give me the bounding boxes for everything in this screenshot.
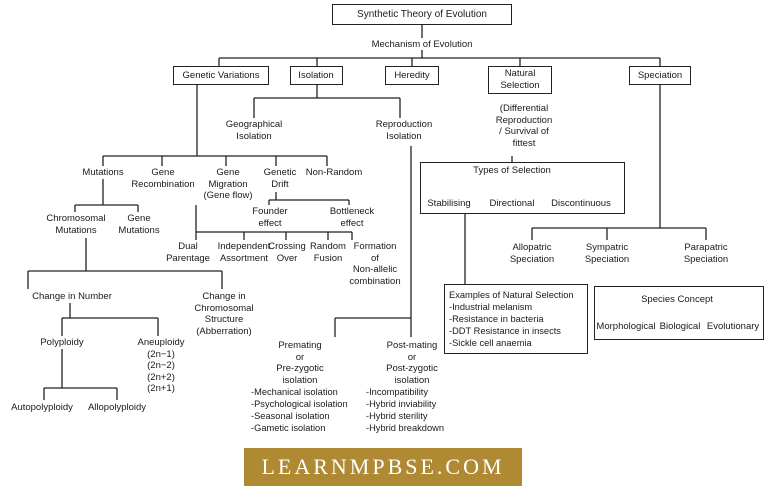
- page-title: Synthetic Theory of Evolution: [357, 9, 487, 20]
- allopolyploidy-label: Allopolyploidy: [87, 402, 147, 413]
- autopolyploidy-label: Autopolyploidy: [11, 402, 73, 413]
- species-concept-box: [594, 286, 764, 340]
- random-fusion-label: Random Fusion: [310, 241, 346, 264]
- gene-recombination-label: Gene Recombination: [131, 167, 195, 190]
- postmating-header: Post-mating or Post-zygotic isolation: [386, 340, 438, 386]
- heredity-label: Heredity: [394, 70, 430, 81]
- dual-parentage-label: Dual Parentage: [166, 241, 210, 264]
- genetic-variations-box: [173, 66, 269, 85]
- crossing-over-label: Crossing Over: [268, 241, 306, 264]
- site-watermark: LEARNMPBSE.COM: [244, 448, 522, 486]
- polyploidy-label: Polyploidy: [40, 337, 84, 348]
- stabilising-label: Stabilising: [427, 198, 471, 209]
- examples-box: [444, 284, 588, 354]
- allopatric-label: Allopatric Speciation: [509, 242, 555, 265]
- genetic-drift-label: Genetic Drift: [263, 167, 297, 190]
- examples-item-1: -Industrial melanism: [449, 302, 533, 312]
- isolation-label: Isolation: [298, 70, 334, 81]
- aneuploidy-label: Aneuploidy (2n−1) (2n−2) (2n+2) (2n+1): [137, 337, 185, 394]
- postmating-item-1: -Incompatibility: [366, 387, 429, 397]
- bottleneck-effect-label: Bottleneck effect: [329, 206, 375, 229]
- premating-header: Premating or Pre-zygotic isolation: [276, 340, 324, 386]
- speciation-label: Speciation: [637, 70, 683, 81]
- geographical-isolation: Geographical Isolation: [225, 119, 283, 142]
- examples-header: Examples of Natural Selection: [449, 290, 574, 300]
- change-in-number-label: Change in Number: [32, 291, 112, 302]
- non-allelic-label: Formation of Non-allelic combination: [349, 241, 401, 287]
- natural-selection-note: (Differential Reproduction / Survival of…: [495, 103, 553, 149]
- gene-migration-label: Gene Migration (Gene flow): [203, 167, 253, 201]
- heredity-box: [385, 66, 439, 85]
- independent-assortment-label: Independent Assortment: [217, 241, 271, 264]
- morphological-label: Morphological: [596, 321, 656, 332]
- premating-item-2: -Psychological isolation: [251, 399, 348, 409]
- change-in-structure-label: Change in Chromosomal Structure (Abberra…: [194, 291, 254, 337]
- genetic-variations-label: Genetic Variations: [182, 70, 260, 81]
- postmating-item-2: -Hybrid inviability: [366, 399, 437, 409]
- non-random-label: Non-Random: [305, 167, 363, 178]
- examples-item-4: -Sickle cell anaemia: [449, 338, 532, 348]
- directional-label: Directional: [489, 198, 535, 209]
- premating-item-3: -Seasonal isolation: [251, 411, 330, 421]
- chromosomal-mutations-label: Chromosomal Mutations: [46, 213, 106, 236]
- postmating-item-4: -Hybrid breakdown: [366, 423, 445, 433]
- reproduction-isolation: Reproduction Isolation: [375, 119, 433, 142]
- gene-mutations-label: Gene Mutations: [118, 213, 160, 236]
- mutations-label: Mutations: [82, 167, 124, 178]
- speciation-box: [629, 66, 691, 85]
- isolation-box: [290, 66, 343, 85]
- natural-selection-label: Natural Selection: [500, 68, 540, 91]
- biological-label: Biological: [659, 321, 701, 332]
- types-of-selection-box: [420, 162, 625, 214]
- parapatric-label: Parapatric Speciation: [683, 242, 729, 265]
- premating-item-4: -Gametic isolation: [251, 423, 326, 433]
- sympatric-label: Sympatric Speciation: [584, 242, 630, 265]
- examples-item-2: -Resistance in bacteria: [449, 314, 544, 324]
- postmating-item-3: -Hybrid sterility: [366, 411, 428, 421]
- natural-selection-box: [488, 66, 552, 94]
- evolutionary-label: Evolutionary: [706, 321, 760, 332]
- founder-effect-label: Founder effect: [252, 206, 288, 229]
- mechanism-label: Mechanism of Evolution: [371, 39, 473, 50]
- discontinuous-label: Discontinuous: [551, 198, 611, 209]
- species-concept-header: Species Concept: [641, 294, 713, 305]
- types-of-selection-header: Types of Selection: [473, 165, 551, 176]
- premating-item-1: -Mechanical isolation: [251, 387, 338, 397]
- title-box: [332, 4, 512, 25]
- examples-item-3: -DDT Resistance in insects: [449, 326, 561, 336]
